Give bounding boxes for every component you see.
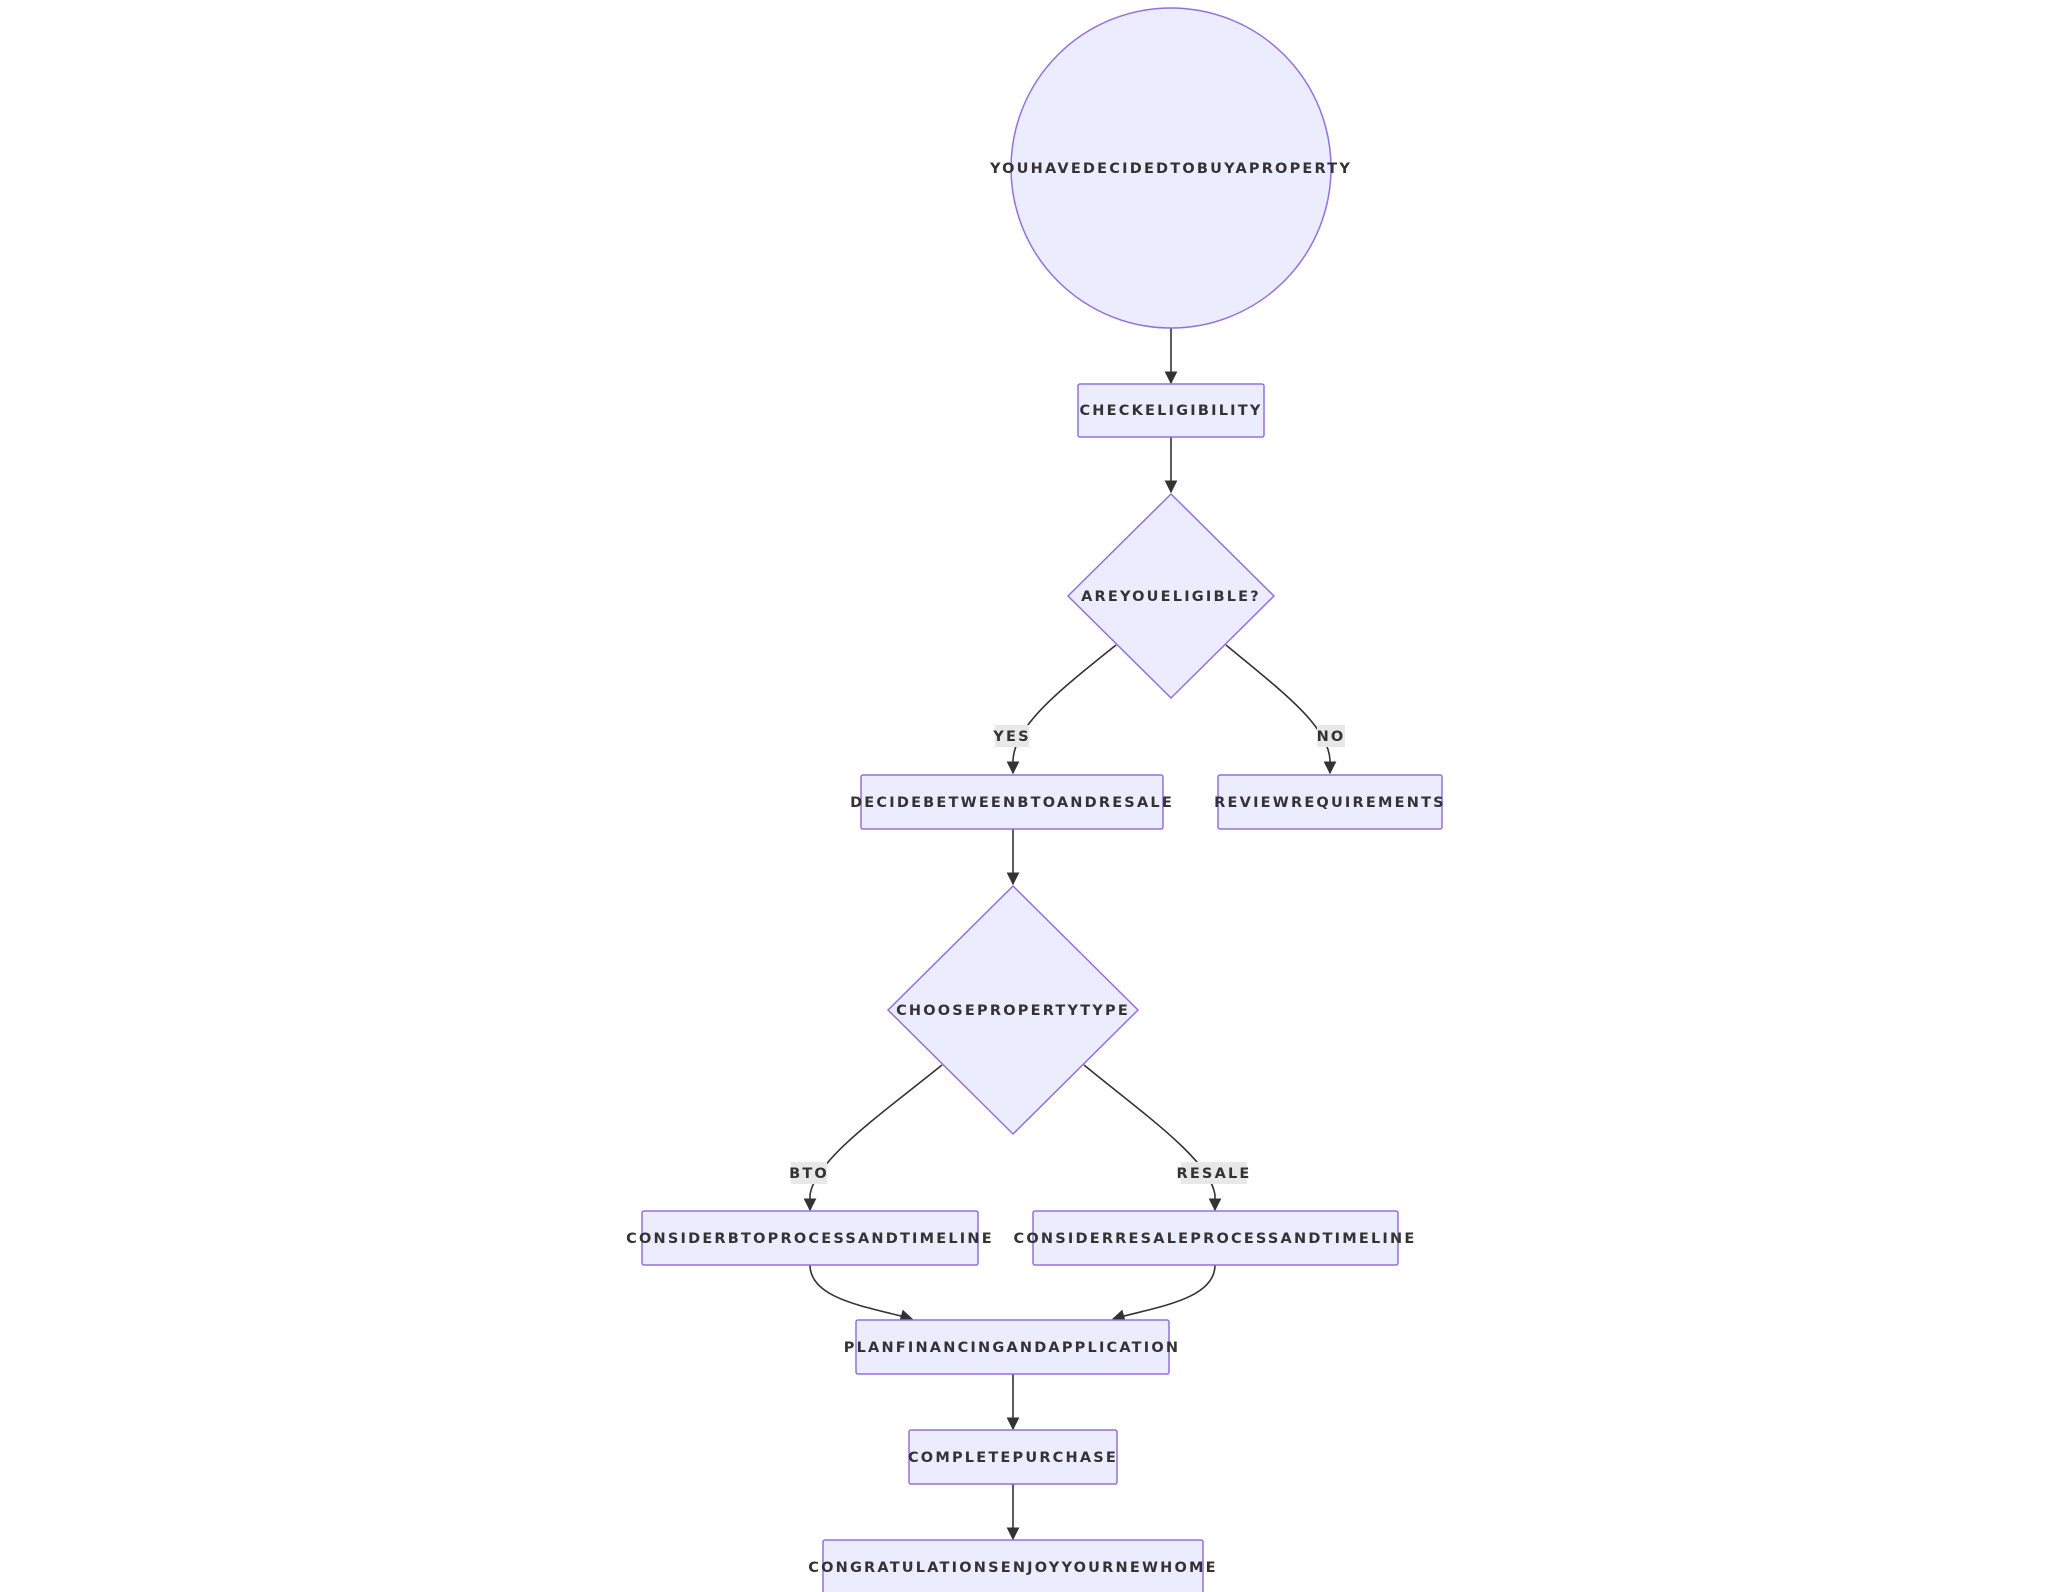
node-plan-label: PLANFINANCINGANDAPPLICATION	[844, 1340, 1180, 1356]
node-decide-label: DECIDEBETWEENBTOANDRESALE	[850, 795, 1174, 811]
node-review-shape	[1217, 774, 1443, 830]
node-resale-label: CONSIDERRESALEPROCESSANDTIMELINE	[1014, 1231, 1417, 1247]
edge-label-resale-bg	[1181, 1162, 1247, 1184]
node-complete-label: COMPLETEPURCHASE	[908, 1450, 1118, 1466]
node-complete-shape	[908, 1429, 1118, 1485]
node-choose-label: CHOOSEPROPERTYTYPE	[896, 1003, 1130, 1019]
edge-label-no: NO	[1317, 729, 1346, 745]
edge-choose-to-bto	[803, 1064, 943, 1212]
node-check-eligibility: CHECKELIGIBILITY	[1077, 383, 1265, 438]
edge-label-no-bg	[1317, 725, 1345, 747]
edge-label-yes: YES	[992, 729, 1030, 745]
edge-bto-to-plan	[809, 1264, 914, 1322]
node-eligible-label: AREYOUELIGIBLE?	[1081, 589, 1261, 605]
edge-labels: YES NO BTO RESALE	[789, 725, 1345, 1184]
node-choose-property-type: CHOOSEPROPERTYTYPE	[886, 884, 1140, 1136]
node-bto-shape	[641, 1210, 979, 1266]
edge-resale-to-plan	[1111, 1264, 1216, 1322]
node-congratulations: CONGRATULATIONSENJOYYOURNEWHOME	[808, 1539, 1217, 1592]
edge-eligible-to-review	[1225, 644, 1337, 775]
edge-label-bto-bg	[791, 1162, 827, 1184]
node-check-label: CHECKELIGIBILITY	[1079, 403, 1262, 419]
node-plan-financing: PLANFINANCINGANDAPPLICATION	[844, 1319, 1180, 1375]
edge-label-resale: RESALE	[1176, 1166, 1251, 1182]
node-start-label: YOUHAVEDECIDEDTOBUYAPROPERTY	[989, 161, 1352, 177]
node-consider-bto: CONSIDERBTOPROCESSANDTIMELINE	[626, 1210, 994, 1266]
node-start-shape	[1010, 7, 1332, 329]
node-are-you-eligible: AREYOUELIGIBLE?	[1066, 492, 1276, 700]
node-start: YOUHAVEDECIDEDTOBUYAPROPERTY	[989, 7, 1352, 329]
node-complete-purchase: COMPLETEPURCHASE	[908, 1429, 1118, 1485]
node-consider-resale: CONSIDERRESALEPROCESSANDTIMELINE	[1014, 1210, 1417, 1266]
node-decide-shape	[860, 774, 1164, 830]
edge-choose-to-resale	[1083, 1064, 1222, 1212]
edges	[803, 328, 1337, 1541]
node-bto-label: CONSIDERBTOPROCESSANDTIMELINE	[626, 1231, 994, 1247]
edge-label-yes-bg	[995, 725, 1029, 747]
edge-eligible-to-decide	[1006, 644, 1117, 775]
node-review-label: REVIEWREQUIREMENTS	[1214, 795, 1446, 811]
node-congrats-shape	[822, 1539, 1204, 1592]
node-decide-bto-resale: DECIDEBETWEENBTOANDRESALE	[850, 774, 1174, 830]
node-congrats-label: CONGRATULATIONSENJOYYOURNEWHOME	[808, 1560, 1217, 1576]
node-choose-shape	[886, 884, 1140, 1136]
node-eligible-shape	[1066, 492, 1276, 700]
node-check-shape	[1077, 383, 1265, 438]
node-review-requirements: REVIEWREQUIREMENTS	[1214, 774, 1446, 830]
node-plan-shape	[855, 1319, 1170, 1375]
node-resale-shape	[1032, 1210, 1399, 1266]
edge-label-bto: BTO	[789, 1166, 829, 1182]
